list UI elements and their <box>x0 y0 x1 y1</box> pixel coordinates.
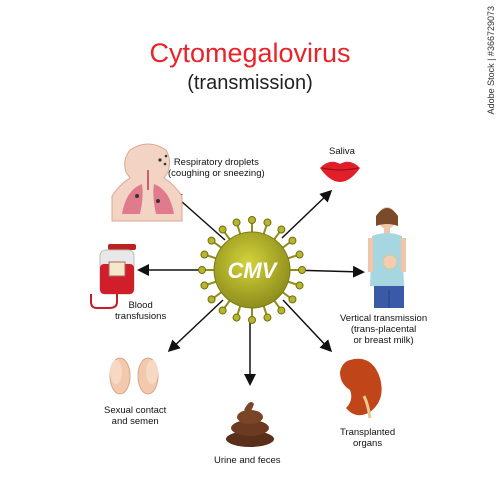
label-sexual-line2: and semen <box>111 416 159 427</box>
label-saliva-line1: Saliva <box>329 146 355 157</box>
watermark: Adobe Stock | #366729073 <box>486 6 496 115</box>
label-vertical: Vertical transmission (trans-placental o… <box>340 313 427 346</box>
label-sexual-line1: Sexual contact <box>104 405 167 416</box>
label-organs-line1: Transplanted <box>340 427 396 438</box>
label-blood-line1: Blood <box>128 300 153 311</box>
label-respiratory-line1: Respiratory droplets <box>173 157 259 168</box>
label-blood-line2: transfusions <box>115 311 167 322</box>
label-urine-line1: Urine and feces <box>214 455 281 466</box>
label-vertical-line3: or breast milk) <box>353 335 414 346</box>
kidney-icon <box>340 358 382 419</box>
label-organs: Transplanted organs <box>340 427 395 449</box>
label-blood: Blood transfusions <box>115 300 166 322</box>
label-urine: Urine and feces <box>214 455 281 466</box>
arrow-saliva <box>281 189 333 239</box>
label-respiratory-line2: (coughing or sneezing) <box>168 168 265 179</box>
pregnant-woman-icon <box>368 207 406 308</box>
lips-icon <box>320 161 360 182</box>
label-vertical-line1: Vertical transmission <box>340 313 428 324</box>
arrow-sexual <box>167 299 224 353</box>
page-subtitle: (transmission) <box>187 72 313 94</box>
label-organs-line2: organs <box>353 438 383 449</box>
page-title: Cytomegalovirus <box>149 38 351 68</box>
label-saliva: Saliva <box>329 146 355 157</box>
lungs-icon <box>111 143 183 222</box>
blood-bag-icon <box>90 244 136 309</box>
feces-icon <box>226 402 274 447</box>
arrow-organs <box>282 299 333 353</box>
cmv-virus-icon: CMV <box>198 216 306 324</box>
label-vertical-line2: (trans-placental <box>350 324 417 335</box>
feet-icon <box>109 357 159 395</box>
label-respiratory: Respiratory droplets (coughing or sneezi… <box>168 157 265 179</box>
cmv-label: CMV <box>228 258 279 283</box>
label-sexual: Sexual contact and semen <box>104 405 166 427</box>
